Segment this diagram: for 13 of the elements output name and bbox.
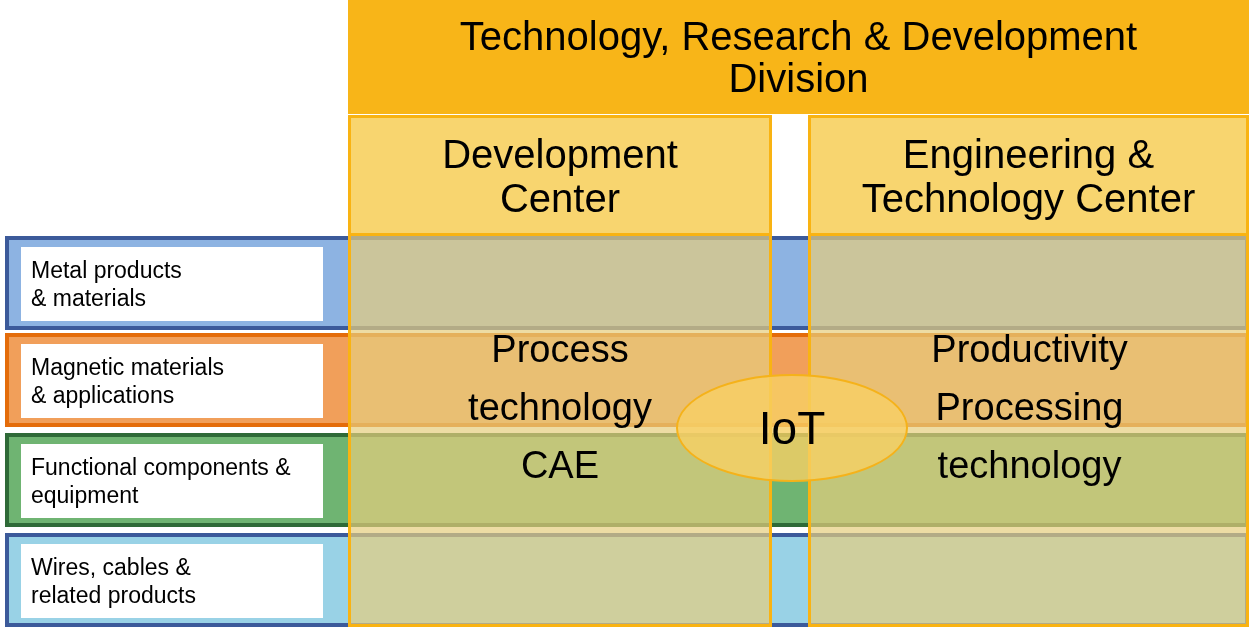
capability-text: Process technology — [467, 327, 653, 430]
center-title: Development Center — [441, 131, 679, 220]
row-label: Metal products & materials — [31, 256, 183, 312]
division-title: Technology, Research & Development Division — [458, 15, 1139, 99]
capability-text: Processing technology — [934, 385, 1125, 488]
capability-text: CAE — [520, 443, 600, 488]
row-label: Magnetic materials & applications — [31, 353, 226, 409]
iot-label: IoT — [758, 403, 826, 453]
division-header — [348, 0, 1249, 114]
center-title: Engineering & Technology Center — [860, 131, 1197, 220]
capability-text: Productivity — [931, 327, 1128, 372]
row-label: Wires, cables & related products — [31, 553, 197, 609]
row-label: Functional components & equipment — [31, 453, 292, 509]
